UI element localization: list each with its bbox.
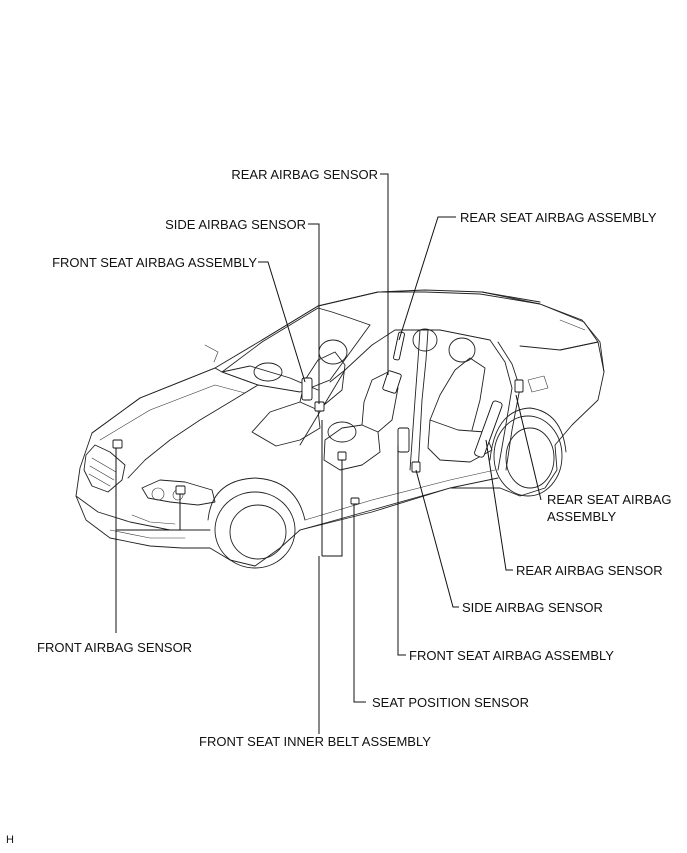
rear-seat-airbag-top-marker	[393, 331, 405, 361]
front-airbag-sensor-marker	[112, 439, 123, 449]
label-rear-seat-airbag-assembly-right-line1: REAR SEAT AIRBAG	[547, 492, 672, 507]
rear-airbag-sensor-top-marker	[382, 370, 402, 394]
label-rear-seat-airbag-assembly-right-line2: ASSEMBLY	[547, 509, 616, 524]
front-airbag-sensor-marker-2	[175, 485, 186, 495]
label-front-seat-inner-belt-assembly: FRONT SEAT INNER BELT ASSEMBLY	[199, 734, 431, 749]
label-rear-airbag-sensor-top: REAR AIRBAG SENSOR	[231, 167, 378, 182]
components	[112, 331, 524, 505]
label-seat-position-sensor: SEAT POSITION SENSOR	[372, 695, 529, 710]
corner-mark: H	[6, 834, 14, 846]
side-airbag-sensor-right-marker	[411, 461, 421, 473]
label-side-airbag-sensor-right: SIDE AIRBAG SENSOR	[462, 600, 603, 615]
label-side-airbag-sensor-top: SIDE AIRBAG SENSOR	[165, 217, 306, 232]
label-front-airbag-sensor: FRONT AIRBAG SENSOR	[37, 640, 192, 655]
label-front-seat-airbag-assembly-right: FRONT SEAT AIRBAG ASSEMBLY	[409, 648, 614, 663]
leader-lines	[115, 173, 542, 734]
seat-position-sensor-marker	[350, 497, 360, 505]
rear-airbag-sensor-right-marker	[514, 379, 524, 393]
front-seat-inner-belt-marker	[337, 451, 347, 461]
callout-labels: REAR AIRBAG SENSOR SIDE AIRBAG SENSOR FR…	[6, 167, 672, 846]
rear-seat-airbag-right-marker	[474, 400, 503, 458]
front-seat-airbag-right-marker	[397, 427, 410, 453]
label-front-seat-airbag-assembly-top: FRONT SEAT AIRBAG ASSEMBLY	[52, 255, 257, 270]
car-illustration	[75, 289, 605, 569]
label-rear-seat-airbag-assembly-top: REAR SEAT AIRBAG ASSEMBLY	[460, 210, 657, 225]
label-rear-airbag-sensor-right: REAR AIRBAG SENSOR	[516, 563, 663, 578]
front-seat-airbag-left-marker	[301, 377, 313, 401]
